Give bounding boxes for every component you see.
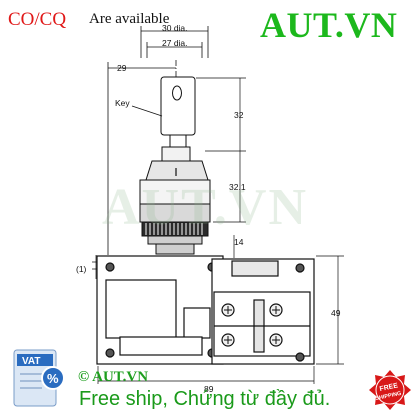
- dim-head-height: 32.1: [229, 182, 246, 192]
- copyright-text: © AUT.VN: [78, 369, 149, 385]
- brand-logo[interactable]: AUT.VN: [260, 5, 398, 45]
- dim-offset: (1): [76, 264, 87, 274]
- vat-label: VAT: [22, 356, 41, 367]
- shipping-banner: Free ship, Chứng từ đầy đủ.: [79, 388, 331, 410]
- stem: [147, 235, 203, 255]
- key-label: Key: [115, 98, 130, 108]
- dim-key-height: 32: [234, 110, 244, 120]
- free-shipping-badge-icon: [369, 370, 411, 410]
- terminal-block: [211, 258, 315, 365]
- key-shape: [160, 76, 196, 148]
- terminal-screws: [224, 306, 280, 344]
- right-dims: [196, 77, 246, 223]
- cert-label: CO/CQ: [8, 9, 67, 30]
- cert-note: Are available: [89, 11, 170, 27]
- width-dim: [97, 366, 315, 384]
- key-leader: [131, 105, 163, 117]
- switch-body: [96, 255, 224, 365]
- dim-collar: 14: [234, 237, 244, 247]
- free-badge-bottom: SHIPPING: [375, 391, 402, 402]
- dim-body-height: 49: [331, 308, 341, 318]
- percent-label: %: [47, 371, 59, 386]
- dim-top-inner: 27 dia.: [162, 38, 188, 48]
- dim-top-outer: 30 dia.: [162, 23, 188, 33]
- knurl-pattern: [145, 223, 203, 235]
- free-badge-top: FREE: [379, 382, 399, 393]
- head-body: [139, 146, 211, 237]
- vat-badge-icon: [13, 349, 65, 407]
- height-dim: [316, 255, 344, 365]
- watermark: AUT.VN: [102, 179, 309, 236]
- dim-left: 29: [117, 63, 127, 73]
- dim-body-width: 89: [204, 384, 214, 394]
